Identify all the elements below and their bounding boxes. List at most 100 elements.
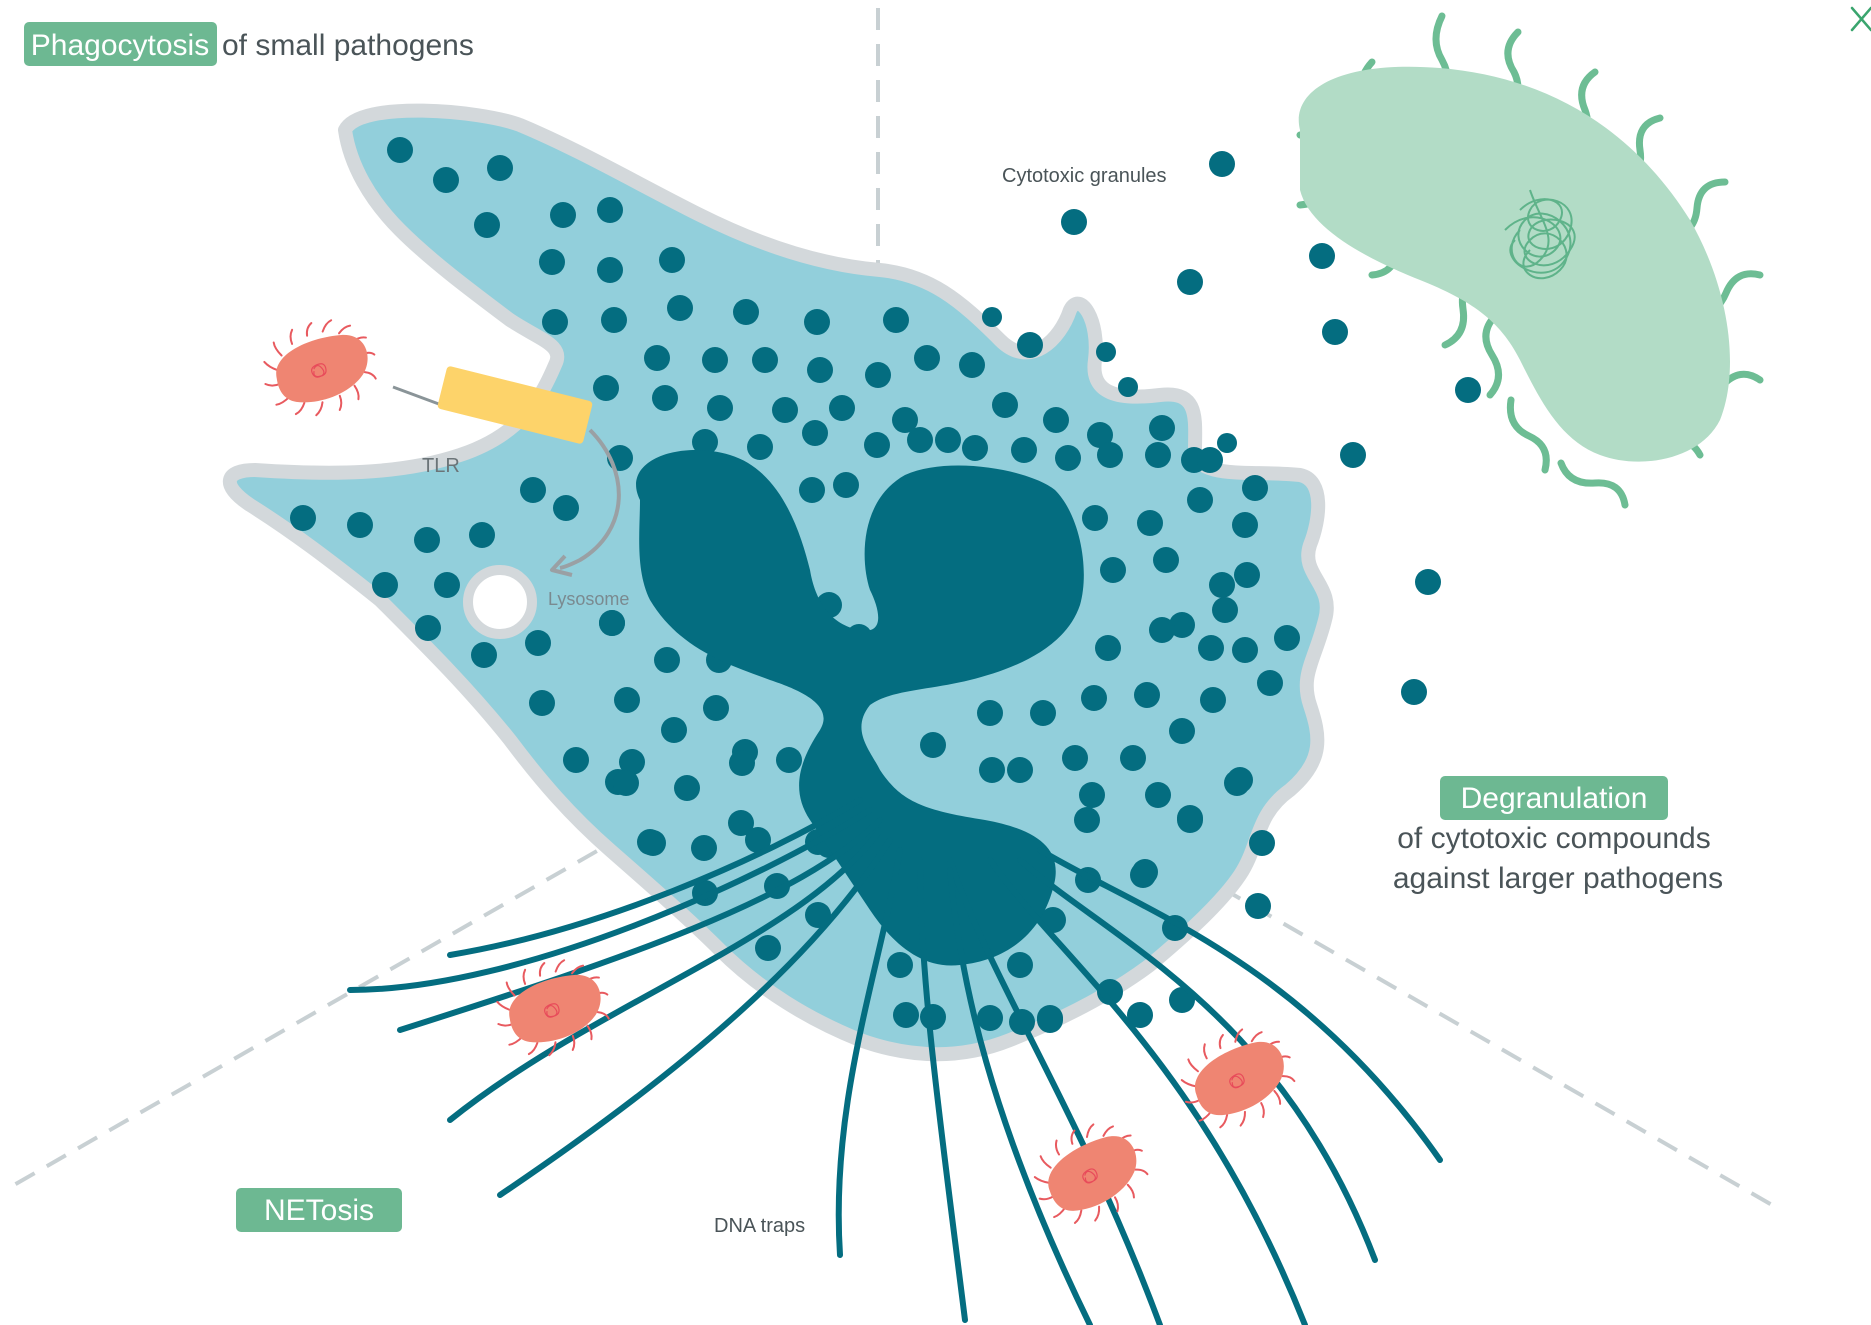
granule	[729, 750, 755, 776]
granule	[539, 249, 565, 275]
granule	[1232, 637, 1258, 663]
granule	[728, 810, 754, 836]
granule	[1153, 547, 1179, 573]
granule	[601, 307, 627, 333]
granule	[1274, 625, 1300, 651]
granule	[799, 477, 825, 503]
granule	[1257, 670, 1283, 696]
granule	[907, 427, 933, 453]
granule	[733, 299, 759, 325]
granule	[474, 212, 500, 238]
granule	[1149, 415, 1175, 441]
granule	[1120, 745, 1146, 771]
granule	[553, 495, 579, 521]
degranulation-line2: against larger pathogens	[1393, 862, 1723, 895]
granule	[707, 395, 733, 421]
granule	[542, 309, 568, 335]
close-icon[interactable]	[1852, 8, 1871, 30]
granule	[1197, 447, 1223, 473]
granule	[776, 747, 802, 773]
granule	[1145, 442, 1171, 468]
granule	[1081, 685, 1107, 711]
degranulation-line1: of cytotoxic compounds	[1397, 822, 1711, 855]
granule	[667, 295, 693, 321]
granule	[1212, 597, 1238, 623]
granule	[935, 427, 961, 453]
granule	[1134, 682, 1160, 708]
granule	[1145, 782, 1171, 808]
netosis-badge-text: NETosis	[264, 1194, 374, 1227]
granule	[1095, 635, 1121, 661]
granule	[1198, 635, 1224, 661]
granule	[752, 347, 778, 373]
granule	[807, 357, 833, 383]
granule	[529, 690, 555, 716]
granule	[290, 505, 316, 531]
bacterium-trapped-2	[1171, 1019, 1304, 1138]
granule	[977, 1005, 1003, 1031]
heading-netosis: NETosis	[236, 1188, 402, 1232]
granule	[433, 167, 459, 193]
granule	[525, 630, 551, 656]
dna-traps-label: DNA traps	[714, 1215, 805, 1237]
granule	[1062, 745, 1088, 771]
heading-degranulation: Degranulation of cytotoxic compounds aga…	[1393, 776, 1723, 895]
granule	[659, 247, 685, 273]
granule	[1234, 562, 1260, 588]
granule	[914, 345, 940, 371]
granule	[1100, 557, 1126, 583]
granule	[959, 352, 985, 378]
granule	[829, 395, 855, 421]
granule	[597, 257, 623, 283]
granule	[772, 397, 798, 423]
granule	[613, 770, 639, 796]
granule	[487, 155, 513, 181]
granule	[992, 392, 1018, 418]
granule	[415, 615, 441, 641]
granule	[1079, 782, 1105, 808]
granule	[747, 434, 773, 460]
granule	[599, 610, 625, 636]
granule	[977, 700, 1003, 726]
granule	[1245, 893, 1271, 919]
granule	[387, 137, 413, 163]
bacterium-phagocytosis	[258, 315, 382, 422]
granule	[1074, 807, 1100, 833]
granule	[614, 687, 640, 713]
granule	[434, 572, 460, 598]
granule	[1055, 445, 1081, 471]
granule	[1200, 687, 1226, 713]
granule	[865, 362, 891, 388]
granule	[654, 647, 680, 673]
heading-phagocytosis: Phagocytosis of small pathogens	[24, 22, 474, 66]
granule	[469, 522, 495, 548]
granule	[802, 420, 828, 446]
granule	[1082, 505, 1108, 531]
granule	[1169, 718, 1195, 744]
cytotoxic-granules-label: Cytotoxic granules	[1002, 165, 1167, 187]
granule	[1232, 512, 1258, 538]
granule	[1043, 407, 1069, 433]
granule	[1177, 807, 1203, 833]
granule	[1137, 510, 1163, 536]
granule	[471, 642, 497, 668]
granule	[347, 512, 373, 538]
granule	[962, 435, 988, 461]
granule	[1130, 862, 1156, 888]
granule	[1242, 475, 1268, 501]
lysosome	[468, 570, 532, 634]
granule	[920, 732, 946, 758]
granule	[1209, 572, 1235, 598]
granule	[563, 747, 589, 773]
granule	[520, 477, 546, 503]
granule	[1030, 700, 1056, 726]
lysosome-label: Lysosome	[548, 589, 629, 609]
granule	[864, 432, 890, 458]
granule	[661, 717, 687, 743]
granule	[414, 527, 440, 553]
phagocytosis-badge-text: Phagocytosis	[31, 29, 209, 62]
granule	[703, 695, 729, 721]
granule	[1227, 767, 1253, 793]
granule	[804, 309, 830, 335]
